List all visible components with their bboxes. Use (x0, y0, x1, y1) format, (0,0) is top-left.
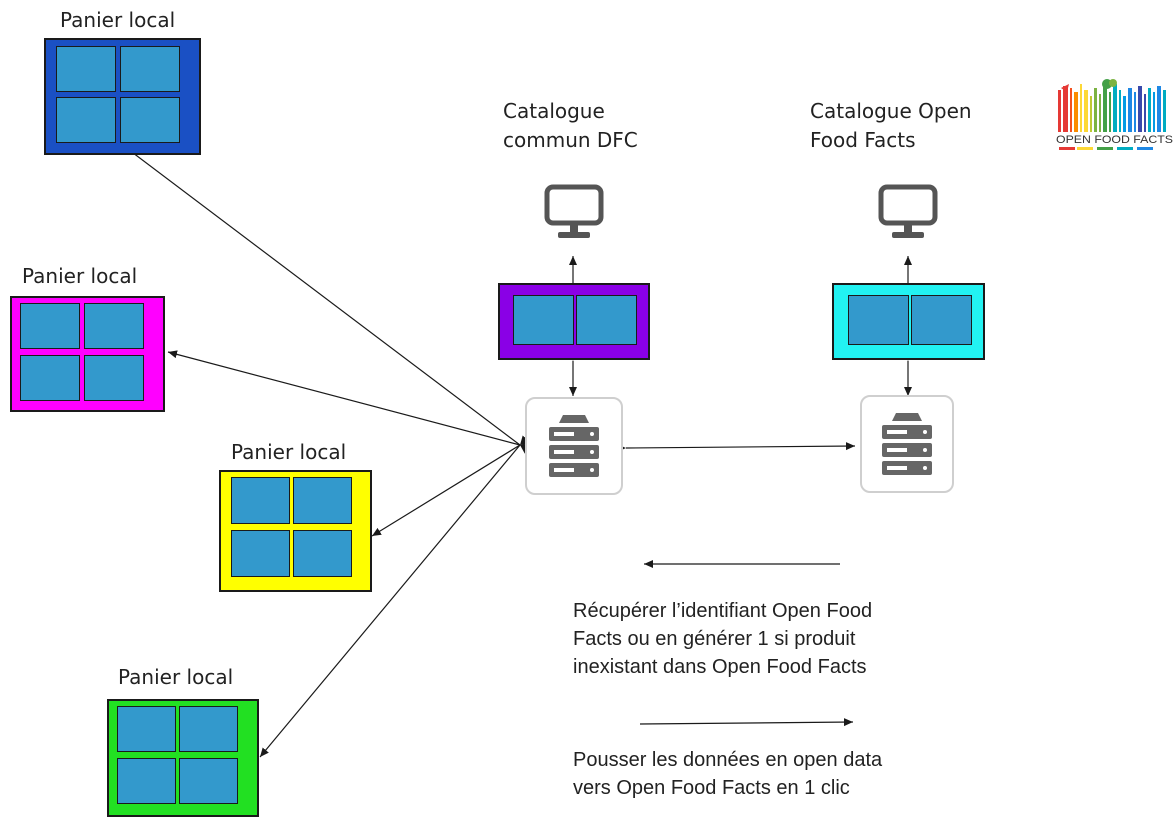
arrow-hub-panier-2 (167, 350, 530, 452)
panier-4-cell (179, 706, 238, 752)
panier-label-1: Panier local (60, 8, 176, 32)
desktop-monitor-icon (878, 184, 938, 238)
panier-2-cell (20, 303, 80, 349)
panier-3-cell (231, 477, 290, 524)
server-rack-icon (549, 415, 599, 477)
panier-box-1 (44, 38, 201, 155)
panier-2-cell (84, 355, 144, 401)
panier-4-cell (117, 706, 176, 752)
arrow-hub-panier-4 (259, 435, 529, 758)
catalogue-dfc-cell (513, 295, 574, 345)
desktop-monitor-icon (544, 184, 604, 238)
catalogue-dfc-cell (576, 295, 637, 345)
panier-4-cell (117, 758, 176, 804)
catalogue-off-cell (848, 295, 909, 345)
catalogue-dfc-box (498, 283, 650, 360)
panier-4-cell (179, 758, 238, 804)
panier-box-3 (219, 470, 372, 592)
panier-1-cell (56, 97, 116, 143)
panier-2-cell (20, 355, 80, 401)
panier-label-2: Panier local (22, 264, 138, 288)
catalogue-off-box (832, 283, 985, 360)
panier-label-4: Panier local (118, 665, 234, 689)
panier-2-cell (84, 303, 144, 349)
arrow-server-to-server (616, 442, 856, 453)
panier-3-cell (293, 530, 352, 577)
panier-3-cell (293, 477, 352, 524)
panier-label-3: Panier local (231, 440, 347, 464)
arrow-hub-panier-3 (371, 436, 530, 537)
open-food-facts-logo: OPEN FOOD FACTS (1055, 79, 1174, 150)
panier-1-cell (120, 97, 180, 143)
legend-left-arrow-text: Récupérer l’identifiant Open Food Facts … (573, 600, 873, 678)
off-server (860, 395, 954, 493)
panier-3-cell (231, 530, 290, 577)
panier-1-cell (120, 46, 180, 92)
legend-right-arrow-text: Pousser les données en open data vers Op… (573, 749, 883, 799)
dfc-server (525, 397, 623, 495)
legend-arrow-right (639, 718, 854, 727)
panier-1-cell (56, 46, 116, 92)
catalogue-dfc-label: Catalogue commun DFC (503, 99, 638, 152)
catalogue-off-cell (911, 295, 972, 345)
catalogue-off-label: Catalogue Open Food Facts (810, 99, 972, 152)
logo-text: OPEN FOOD FACTS (1056, 134, 1173, 146)
panier-box-2 (10, 296, 165, 412)
server-rack-icon (882, 413, 932, 475)
panier-box-4 (107, 699, 259, 817)
